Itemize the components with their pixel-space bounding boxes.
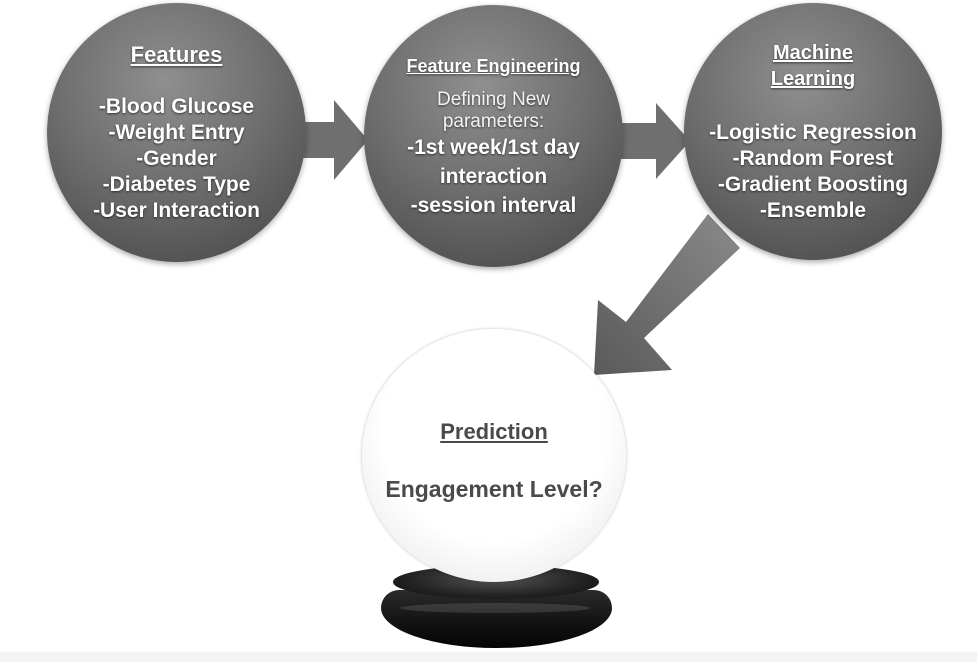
features-title: Features <box>130 41 223 67</box>
ml-item: -Ensemble <box>759 198 867 222</box>
prediction-text: Engagement Level? <box>385 476 603 502</box>
ml-item: -Logistic Regression <box>709 120 917 144</box>
feature-item: -User Interaction <box>93 198 260 222</box>
ml-item: -Random Forest <box>732 146 894 170</box>
bottom-band <box>0 652 977 662</box>
feature-item: -Weight Entry <box>108 120 245 144</box>
ml-title-line1: Machine <box>772 41 854 64</box>
fe-subtitle-line1: Defining New <box>437 88 550 110</box>
fe-item: interaction <box>439 164 548 188</box>
fe-subtitle-line2: parameters: <box>442 110 545 132</box>
feature-engineering-circle: Feature Engineering Defining New paramet… <box>364 5 623 267</box>
fe-item: -1st week/1st day <box>407 135 580 159</box>
arrow-ml-to-prediction <box>594 214 740 375</box>
crystal-ball-base-shine <box>400 603 590 613</box>
arrow-features-to-fe <box>296 100 368 180</box>
feature-item: -Diabetes Type <box>102 172 251 196</box>
fe-item: -session interval <box>410 193 577 217</box>
feature-item: -Gender <box>136 146 217 170</box>
machine-learning-circle: Machine Learning -Logistic Regression -R… <box>684 3 942 260</box>
ml-title-line2: Learning <box>770 67 856 90</box>
features-circle: Features -Blood Glucose -Weight Entry -G… <box>47 3 306 262</box>
arrow-fe-to-ml <box>618 103 690 179</box>
feature-engineering-title: Feature Engineering <box>406 55 581 76</box>
prediction-title: Prediction <box>440 419 548 444</box>
ml-item: -Gradient Boosting <box>717 172 909 196</box>
feature-item: -Blood Glucose <box>98 94 255 118</box>
crystal-ball: Prediction Engagement Level? <box>362 329 626 582</box>
